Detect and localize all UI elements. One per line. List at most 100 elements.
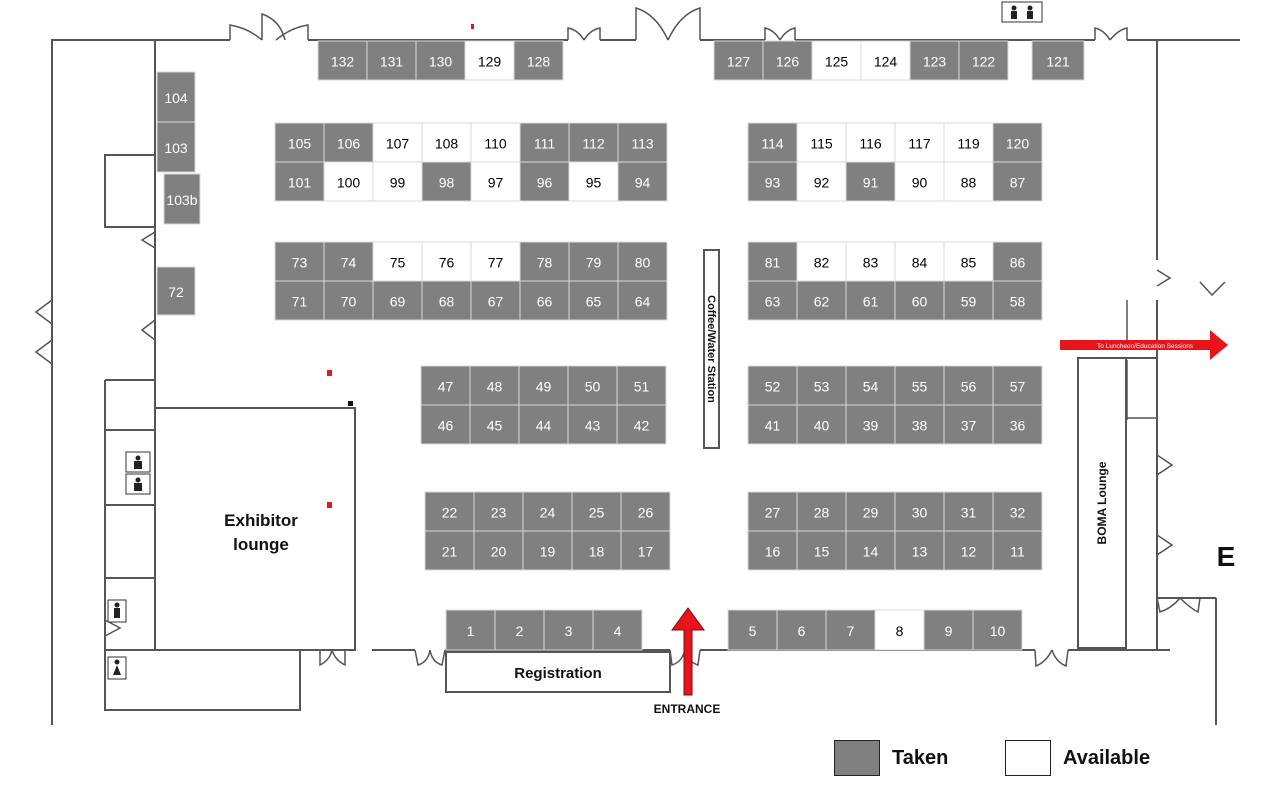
booth-6[interactable]: 6 [776,609,827,651]
booth-6-box[interactable] [776,609,827,651]
booth-12[interactable]: 12 [943,530,994,571]
booth-112-box[interactable] [568,122,619,163]
booth-4-box[interactable] [592,609,643,651]
booth-9-box[interactable] [923,609,974,651]
booth-127[interactable]: 127 [713,40,764,81]
booth-103[interactable]: 103 [156,121,196,173]
booth-129[interactable]: 129 [464,40,515,81]
booth-116[interactable]: 116 [845,122,896,163]
booth-108[interactable]: 108 [421,122,472,163]
booth-70-box[interactable] [323,280,374,321]
booth-55[interactable]: 55 [894,365,945,406]
booth-36[interactable]: 36 [992,404,1043,445]
booth-8[interactable]: 8 [874,609,925,651]
booth-60[interactable]: 60 [894,280,945,321]
booth-21-box[interactable] [424,530,475,571]
booth-111[interactable]: 111 [519,122,570,163]
booth-14[interactable]: 14 [845,530,896,571]
booth-99-box[interactable] [372,161,423,202]
booth-92[interactable]: 92 [796,161,847,202]
booth-96-box[interactable] [519,161,570,202]
booth-56[interactable]: 56 [943,365,994,406]
booth-16[interactable]: 16 [747,530,798,571]
booth-100[interactable]: 100 [323,161,374,202]
booth-15[interactable]: 15 [796,530,847,571]
booth-47-box[interactable] [420,365,471,406]
booth-78[interactable]: 78 [519,241,570,282]
booth-78-box[interactable] [519,241,570,282]
booth-24-box[interactable] [522,491,573,532]
booth-94-box[interactable] [617,161,668,202]
booth-28-box[interactable] [796,491,847,532]
booth-119[interactable]: 119 [943,122,994,163]
booth-52[interactable]: 52 [747,365,798,406]
booth-51-box[interactable] [616,365,667,406]
booth-36-box[interactable] [992,404,1043,445]
booth-51[interactable]: 51 [616,365,667,406]
booth-82[interactable]: 82 [796,241,847,282]
booth-110[interactable]: 110 [470,122,521,163]
booth-25-box[interactable] [571,491,622,532]
booth-20-box[interactable] [473,530,524,571]
booth-58-box[interactable] [992,280,1043,321]
booth-82-box[interactable] [796,241,847,282]
booth-53-box[interactable] [796,365,847,406]
booth-63[interactable]: 63 [747,280,798,321]
booth-125[interactable]: 125 [811,40,862,81]
booth-17[interactable]: 17 [620,530,671,571]
booth-11[interactable]: 11 [992,530,1043,571]
booth-108-box[interactable] [421,122,472,163]
booth-106-box[interactable] [323,122,374,163]
booth-86-box[interactable] [992,241,1043,282]
booth-2-box[interactable] [494,609,545,651]
booth-66-box[interactable] [519,280,570,321]
booth-72-box[interactable] [156,266,196,316]
booth-48-box[interactable] [469,365,520,406]
booth-77[interactable]: 77 [470,241,521,282]
booth-81[interactable]: 81 [747,241,798,282]
booth-44-box[interactable] [518,404,569,445]
booth-81-box[interactable] [747,241,798,282]
booth-80[interactable]: 80 [617,241,668,282]
booth-131-box[interactable] [366,40,417,81]
booth-76[interactable]: 76 [421,241,472,282]
booth-30-box[interactable] [894,491,945,532]
booth-37-box[interactable] [943,404,994,445]
booth-95[interactable]: 95 [568,161,619,202]
booth-72[interactable]: 72 [156,266,196,316]
booth-85[interactable]: 85 [943,241,994,282]
booth-39[interactable]: 39 [845,404,896,445]
booth-101-box[interactable] [274,161,325,202]
booth-103b[interactable]: 103b [163,173,201,225]
booth-122-box[interactable] [958,40,1009,81]
booth-37[interactable]: 37 [943,404,994,445]
booth-13-box[interactable] [894,530,945,571]
booth-58[interactable]: 58 [992,280,1043,321]
booth-41[interactable]: 41 [747,404,798,445]
booth-40-box[interactable] [796,404,847,445]
booth-29-box[interactable] [845,491,896,532]
booth-10[interactable]: 10 [972,609,1023,651]
booth-124[interactable]: 124 [860,40,911,81]
booth-50[interactable]: 50 [567,365,618,406]
booth-7-box[interactable] [825,609,876,651]
booth-22-box[interactable] [424,491,475,532]
booth-122[interactable]: 122 [958,40,1009,81]
booth-42-box[interactable] [616,404,667,445]
booth-59-box[interactable] [943,280,994,321]
booth-23-box[interactable] [473,491,524,532]
booth-126-box[interactable] [762,40,813,81]
booth-46[interactable]: 46 [420,404,471,445]
booth-88-box[interactable] [943,161,994,202]
booth-115[interactable]: 115 [796,122,847,163]
booth-121[interactable]: 121 [1031,40,1085,81]
booth-5[interactable]: 5 [727,609,778,651]
booth-40[interactable]: 40 [796,404,847,445]
booth-114[interactable]: 114 [747,122,798,163]
booth-132-box[interactable] [317,40,368,81]
booth-99[interactable]: 99 [372,161,423,202]
booth-128-box[interactable] [513,40,564,81]
booth-28[interactable]: 28 [796,491,847,532]
booth-79-box[interactable] [568,241,619,282]
booth-46-box[interactable] [420,404,471,445]
